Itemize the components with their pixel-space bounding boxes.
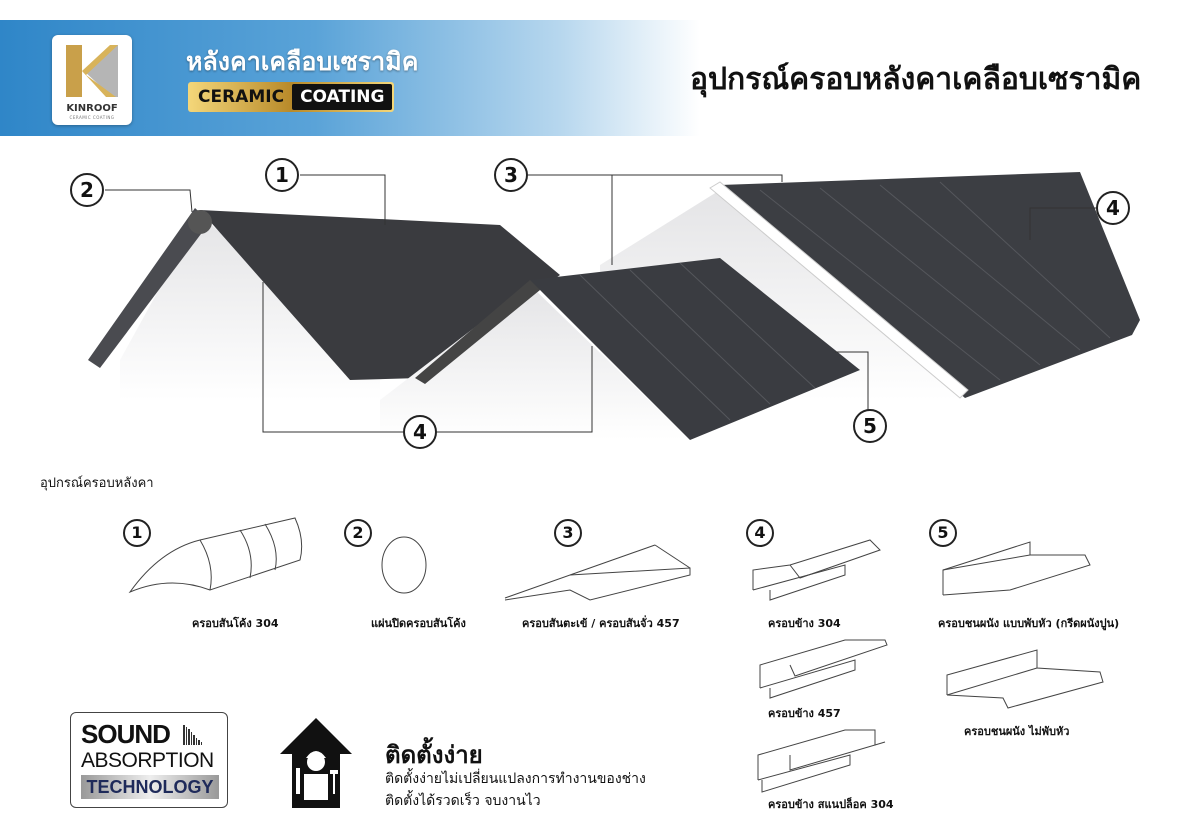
callout-4-bottom: 4 (403, 415, 437, 449)
sound-absorption-badge: SOUND ABSORPTION TECHNOLOGY (70, 712, 228, 808)
part-label-ridge-cap: ครอบสันโค้ง 304 (192, 617, 279, 630)
ceramic-coating-badge: CERAMIC COATING (188, 82, 395, 112)
parts-section-label: อุปกรณ์ครอบหลังคา (40, 476, 154, 491)
part-number-1: 1 (123, 519, 151, 547)
part-label-wall-folded: ครอบชนผนัง แบบพับหัว (กรีดผนังปูน) (938, 617, 1120, 630)
sound-line3: TECHNOLOGY (81, 775, 219, 799)
part-number-2: 2 (344, 519, 372, 547)
parts-drawings (128, 517, 1104, 793)
wall-middle (380, 285, 690, 440)
callout-2: 2 (70, 173, 104, 207)
callout-5: 5 (853, 409, 887, 443)
part-number-5: 5 (929, 519, 957, 547)
banner-thai-title: หลังคาเคลือบเซรามิค (186, 47, 419, 76)
fascia-right (709, 181, 969, 399)
callout-3: 3 (494, 158, 528, 192)
rake-left (88, 208, 210, 368)
side-flashing-304-drawing (752, 539, 881, 601)
part-label-wall-plain: ครอบชนผนัง ไม่พับหัว (964, 725, 1070, 738)
page-title: อุปกรณ์ครอบหลังคาเคลือบเซรามิค (690, 62, 1142, 97)
part-label-side-snaplock: ครอบข้าง สแนปล็อค 304 (768, 798, 894, 811)
part-label-side-304: ครอบข้าง 304 (768, 617, 841, 630)
brand-sub: CERAMIC COATING (69, 115, 115, 120)
easy-install-title: ติดตั้งง่าย (385, 741, 483, 769)
part-number-3: 3 (554, 519, 582, 547)
roof-illustration (88, 172, 1140, 440)
k-logo-icon (66, 45, 118, 97)
sound-line1: SOUND (81, 719, 171, 749)
part-label-end-cap: แผ่นปิดครอบสันโค้ง (371, 617, 466, 630)
worker-house-icon (280, 718, 352, 808)
end-cap-drawing (381, 536, 427, 594)
easy-install-line1: ติดตั้งง่ายไม่เปลี่ยนแปลงการทำงานของช่าง (385, 771, 646, 787)
callout-4-right: 4 (1096, 191, 1130, 225)
hip-ridge-cap-drawing (504, 544, 691, 601)
sound-bars-icon (183, 725, 202, 745)
easy-install-line2: ติดตั้งได้รวดเร็ว จบงานไว (385, 793, 541, 809)
wall-flashing-folded-drawing (942, 541, 1091, 596)
part-number-4: 4 (746, 519, 774, 547)
brand-name: KINROOF (66, 103, 118, 114)
badge-left: CERAMIC (198, 87, 285, 107)
roof-panel-right (720, 172, 1140, 398)
ridge-end-cap (188, 210, 212, 234)
wall-left (120, 215, 380, 400)
roof-panel-middle (530, 258, 860, 440)
kinroof-logo: KINROOF CERAMIC COATING (52, 35, 132, 125)
sound-line2: ABSORPTION (81, 749, 214, 772)
part-label-hip-ridge: ครอบสันตะเข้ / ครอบสันจั่ว 457 (522, 617, 680, 630)
ridge-cap-curved-drawing (128, 517, 303, 594)
badge-right: COATING (292, 84, 393, 110)
callout-1: 1 (265, 158, 299, 192)
rake-middle (415, 280, 540, 384)
wall-flashing-plain-drawing (946, 649, 1104, 709)
side-flashing-snaplock-drawing (757, 729, 886, 793)
part-label-side-457: ครอบข้าง 457 (768, 707, 841, 720)
side-flashing-457-drawing (759, 639, 888, 699)
